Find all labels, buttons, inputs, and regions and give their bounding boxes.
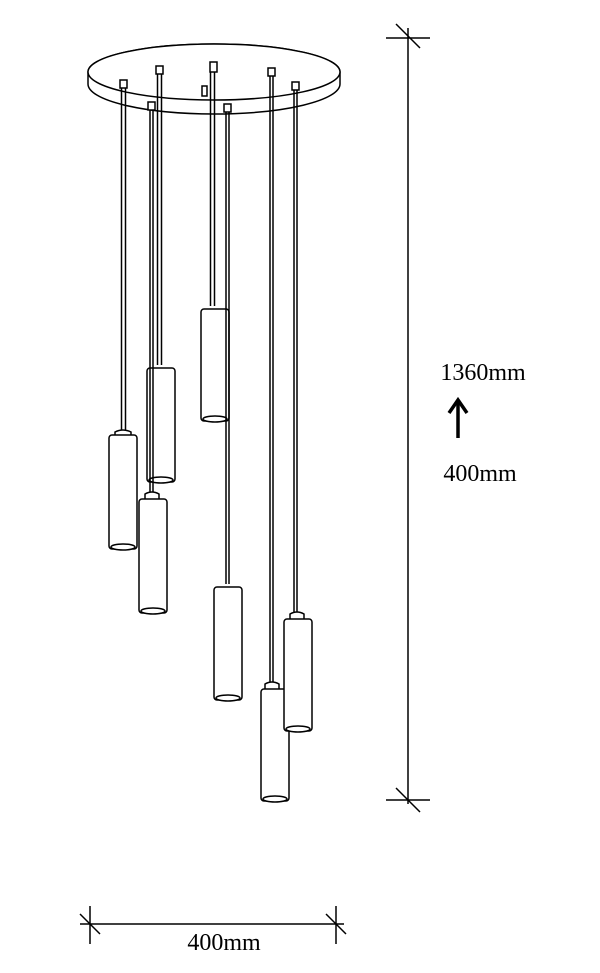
lamp-shade [200,308,230,422]
lamp-shade [108,434,138,550]
shade-opening [140,607,166,615]
width-dimension-line [79,906,347,944]
width-label: 400mm [187,930,261,956]
pendant-7 [283,81,313,733]
shade-opening [110,543,136,551]
pendant-4 [200,61,230,423]
lamp-shade [146,367,176,483]
cable-connector [119,79,128,89]
height-max-label: 1360mm [440,360,526,386]
height-dimension-line [386,23,430,813]
height-min-label: 400mm [443,461,517,487]
shade-opening [215,694,241,702]
lamp-shade [283,618,313,732]
hook [201,85,208,97]
cable-connector [209,61,218,73]
cable-connector [291,81,300,91]
cable-connector [155,65,164,75]
lamp-shade [138,498,168,614]
pendant-6 [260,67,290,803]
pendant-2 [146,65,176,484]
shade-opening [262,795,288,803]
cable-connector [223,103,232,113]
pendant-1 [108,79,138,551]
shade-opening [148,476,174,484]
cable-connector [147,101,156,111]
shade-opening [202,415,228,423]
shade-opening [285,725,311,733]
pendant-5 [213,103,243,702]
pendant-3 [138,101,168,615]
lamp-shade [213,586,243,701]
cable-connector [267,67,276,77]
up-arrow-icon [447,396,469,438]
